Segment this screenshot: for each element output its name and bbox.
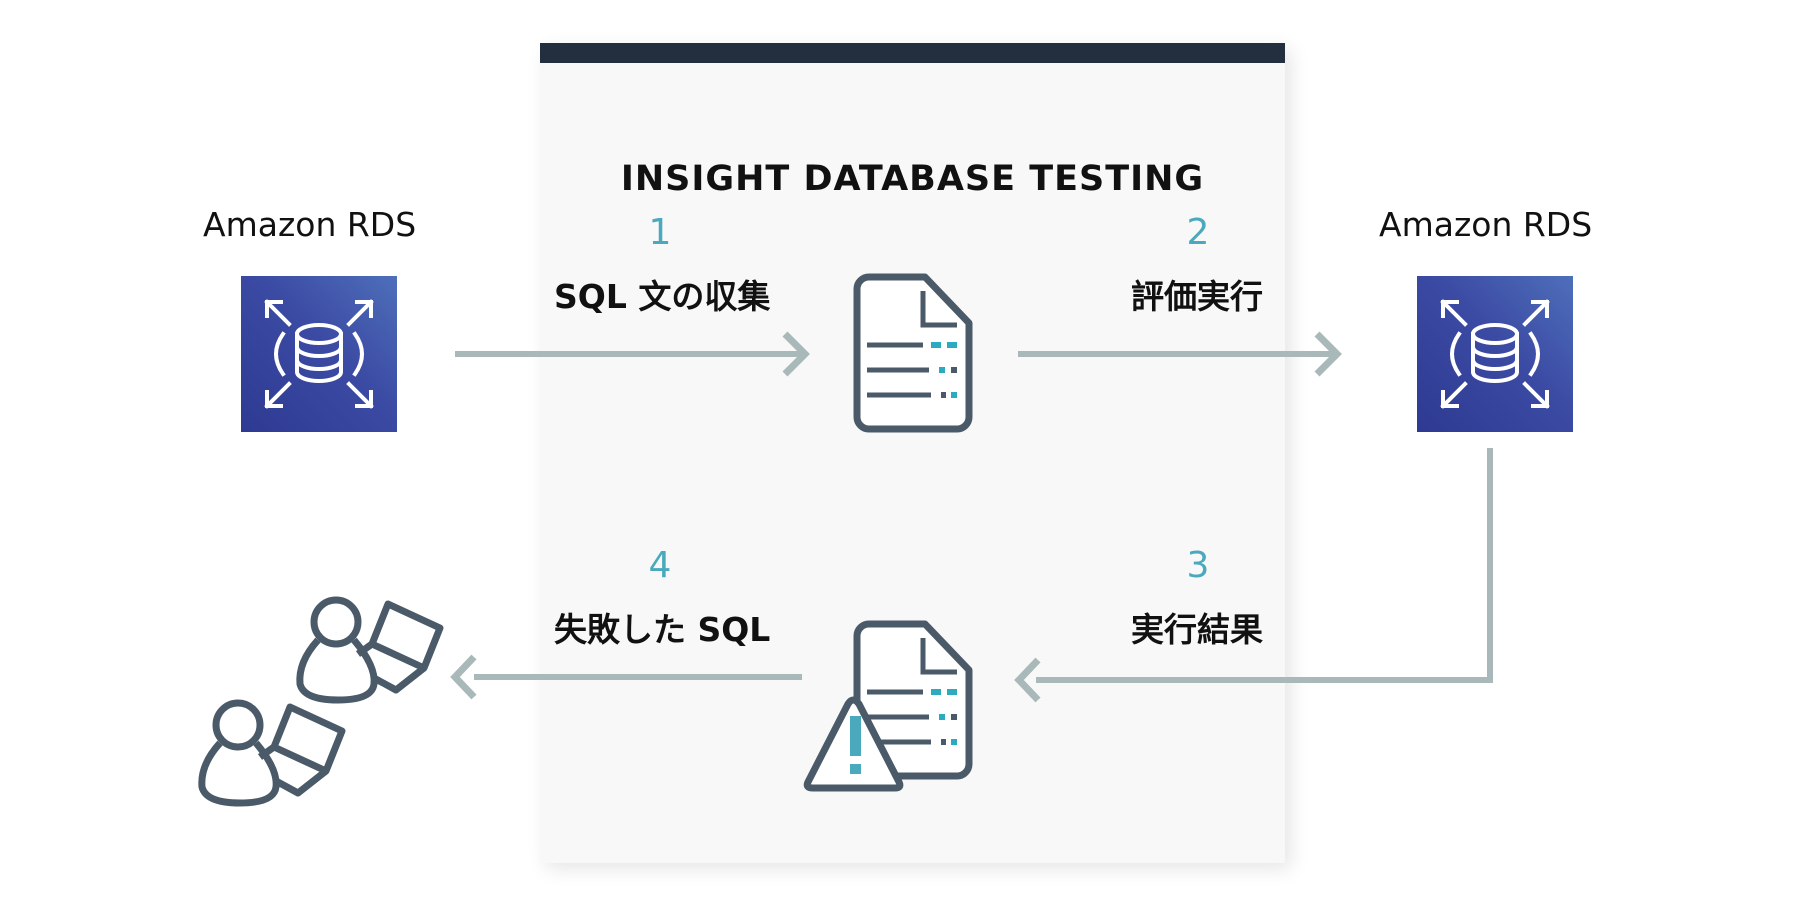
step-2-label: 評価実行 (1131, 277, 1263, 316)
panel-header-bar (540, 43, 1285, 63)
panel-title: INSIGHT DATABASE TESTING (620, 159, 1205, 199)
step-4-label: 失敗した SQL (554, 610, 771, 649)
arrow-step-1 (455, 331, 810, 377)
users-with-laptops-icon (198, 596, 444, 807)
target-amazon-rds-icon (1417, 276, 1573, 432)
arrow-step-3 (1014, 448, 1493, 703)
source-db-label: Amazon RDS (203, 205, 417, 244)
step-3-number: 3 (1186, 545, 1210, 586)
source-amazon-rds-icon (241, 276, 397, 432)
step-1-label: SQL 文の収集 (554, 277, 771, 316)
step-2-number: 2 (1186, 212, 1210, 253)
arrow-step-4 (450, 654, 802, 700)
step-4-number: 4 (648, 545, 672, 586)
target-db-label: Amazon RDS (1379, 205, 1593, 244)
document-warning-icon (803, 620, 973, 792)
step-3-label: 実行結果 (1131, 610, 1263, 649)
warning-triangle-icon (803, 696, 904, 792)
step-1-number: 1 (648, 212, 672, 253)
document-icon (853, 273, 973, 433)
arrow-step-2 (1018, 331, 1342, 377)
